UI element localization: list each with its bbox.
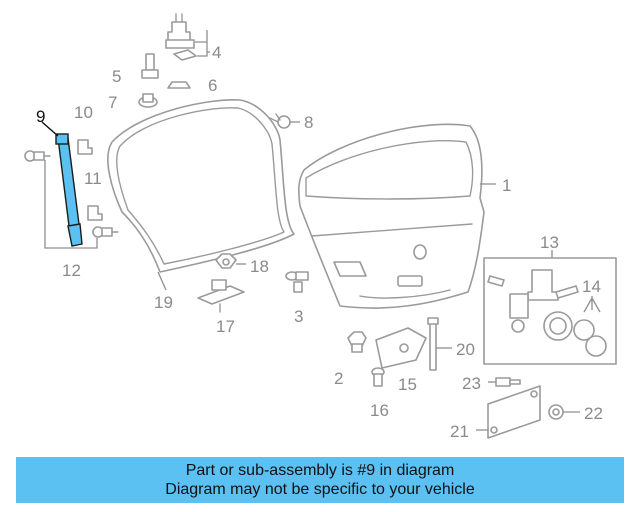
callout-2: 2 [334, 369, 343, 388]
callout-4: 4 [212, 43, 221, 62]
part-22-nut[interactable] [548, 404, 564, 420]
info-banner: Part or sub-assembly is #9 in diagram Di… [16, 457, 624, 503]
callout-19: 19 [154, 293, 173, 312]
callout-8: 8 [304, 113, 313, 132]
leader-4 [195, 30, 208, 57]
banner-line-2: Diagram may not be specific to your vehi… [165, 481, 475, 498]
part-13-components [487, 269, 607, 357]
part-5-bolt[interactable] [141, 53, 159, 79]
part-6-clip[interactable] [167, 81, 191, 89]
callout-1: 1 [502, 176, 511, 195]
part-16-screw[interactable] [371, 367, 385, 387]
callout-17: 17 [216, 317, 235, 336]
leader-19 [157, 271, 167, 291]
part-20-rod[interactable] [427, 317, 439, 371]
callout-14: 14 [582, 277, 601, 296]
part-11-bracket[interactable] [87, 205, 103, 221]
part-3-bolt[interactable] [285, 271, 309, 293]
callout-18: 18 [250, 257, 269, 276]
part-9-lift-support[interactable] [55, 133, 83, 247]
callout-10: 10 [74, 103, 93, 122]
callout-5: 5 [112, 67, 121, 86]
leader-14 [583, 296, 601, 313]
part-12-ball-stud-lower[interactable] [92, 226, 119, 238]
part-21-plate[interactable] [487, 385, 541, 439]
parts-diagram: 1 2 3 4 5 6 7 8 9 10 11 12 13 14 15 16 1… [24, 13, 617, 441]
callout-9: 9 [36, 107, 45, 126]
callout-20: 20 [456, 340, 475, 359]
callout-15: 15 [398, 375, 417, 394]
part-4-hinge[interactable] [165, 13, 197, 61]
part-17-bracket[interactable] [197, 279, 245, 313]
callout-7: 7 [108, 93, 117, 112]
callout-22: 22 [584, 404, 603, 423]
leader-12 [44, 160, 98, 249]
leader-9 [41, 121, 59, 137]
banner-line-1: Part or sub-assembly is #9 in diagram [185, 462, 455, 479]
callout-21: 21 [450, 422, 469, 441]
callout-13: 13 [540, 233, 559, 252]
part-2-bumper[interactable] [347, 331, 367, 353]
callout-12: 12 [62, 261, 81, 280]
part-12-ball-stud-upper[interactable] [24, 150, 51, 162]
part-1-liftgate[interactable] [298, 123, 485, 309]
callout-23: 23 [462, 374, 481, 393]
part-18-nut[interactable] [215, 253, 237, 269]
part-10-bracket[interactable] [77, 139, 93, 155]
callout-3: 3 [294, 307, 303, 326]
callout-6: 6 [208, 76, 217, 95]
callout-16: 16 [370, 401, 389, 420]
part-19-weatherstrip[interactable] [107, 99, 295, 273]
part-7-nut[interactable] [138, 93, 158, 108]
callout-11: 11 [84, 169, 102, 188]
part-23-bolt[interactable] [495, 377, 521, 387]
part-15-latch[interactable] [375, 327, 427, 369]
